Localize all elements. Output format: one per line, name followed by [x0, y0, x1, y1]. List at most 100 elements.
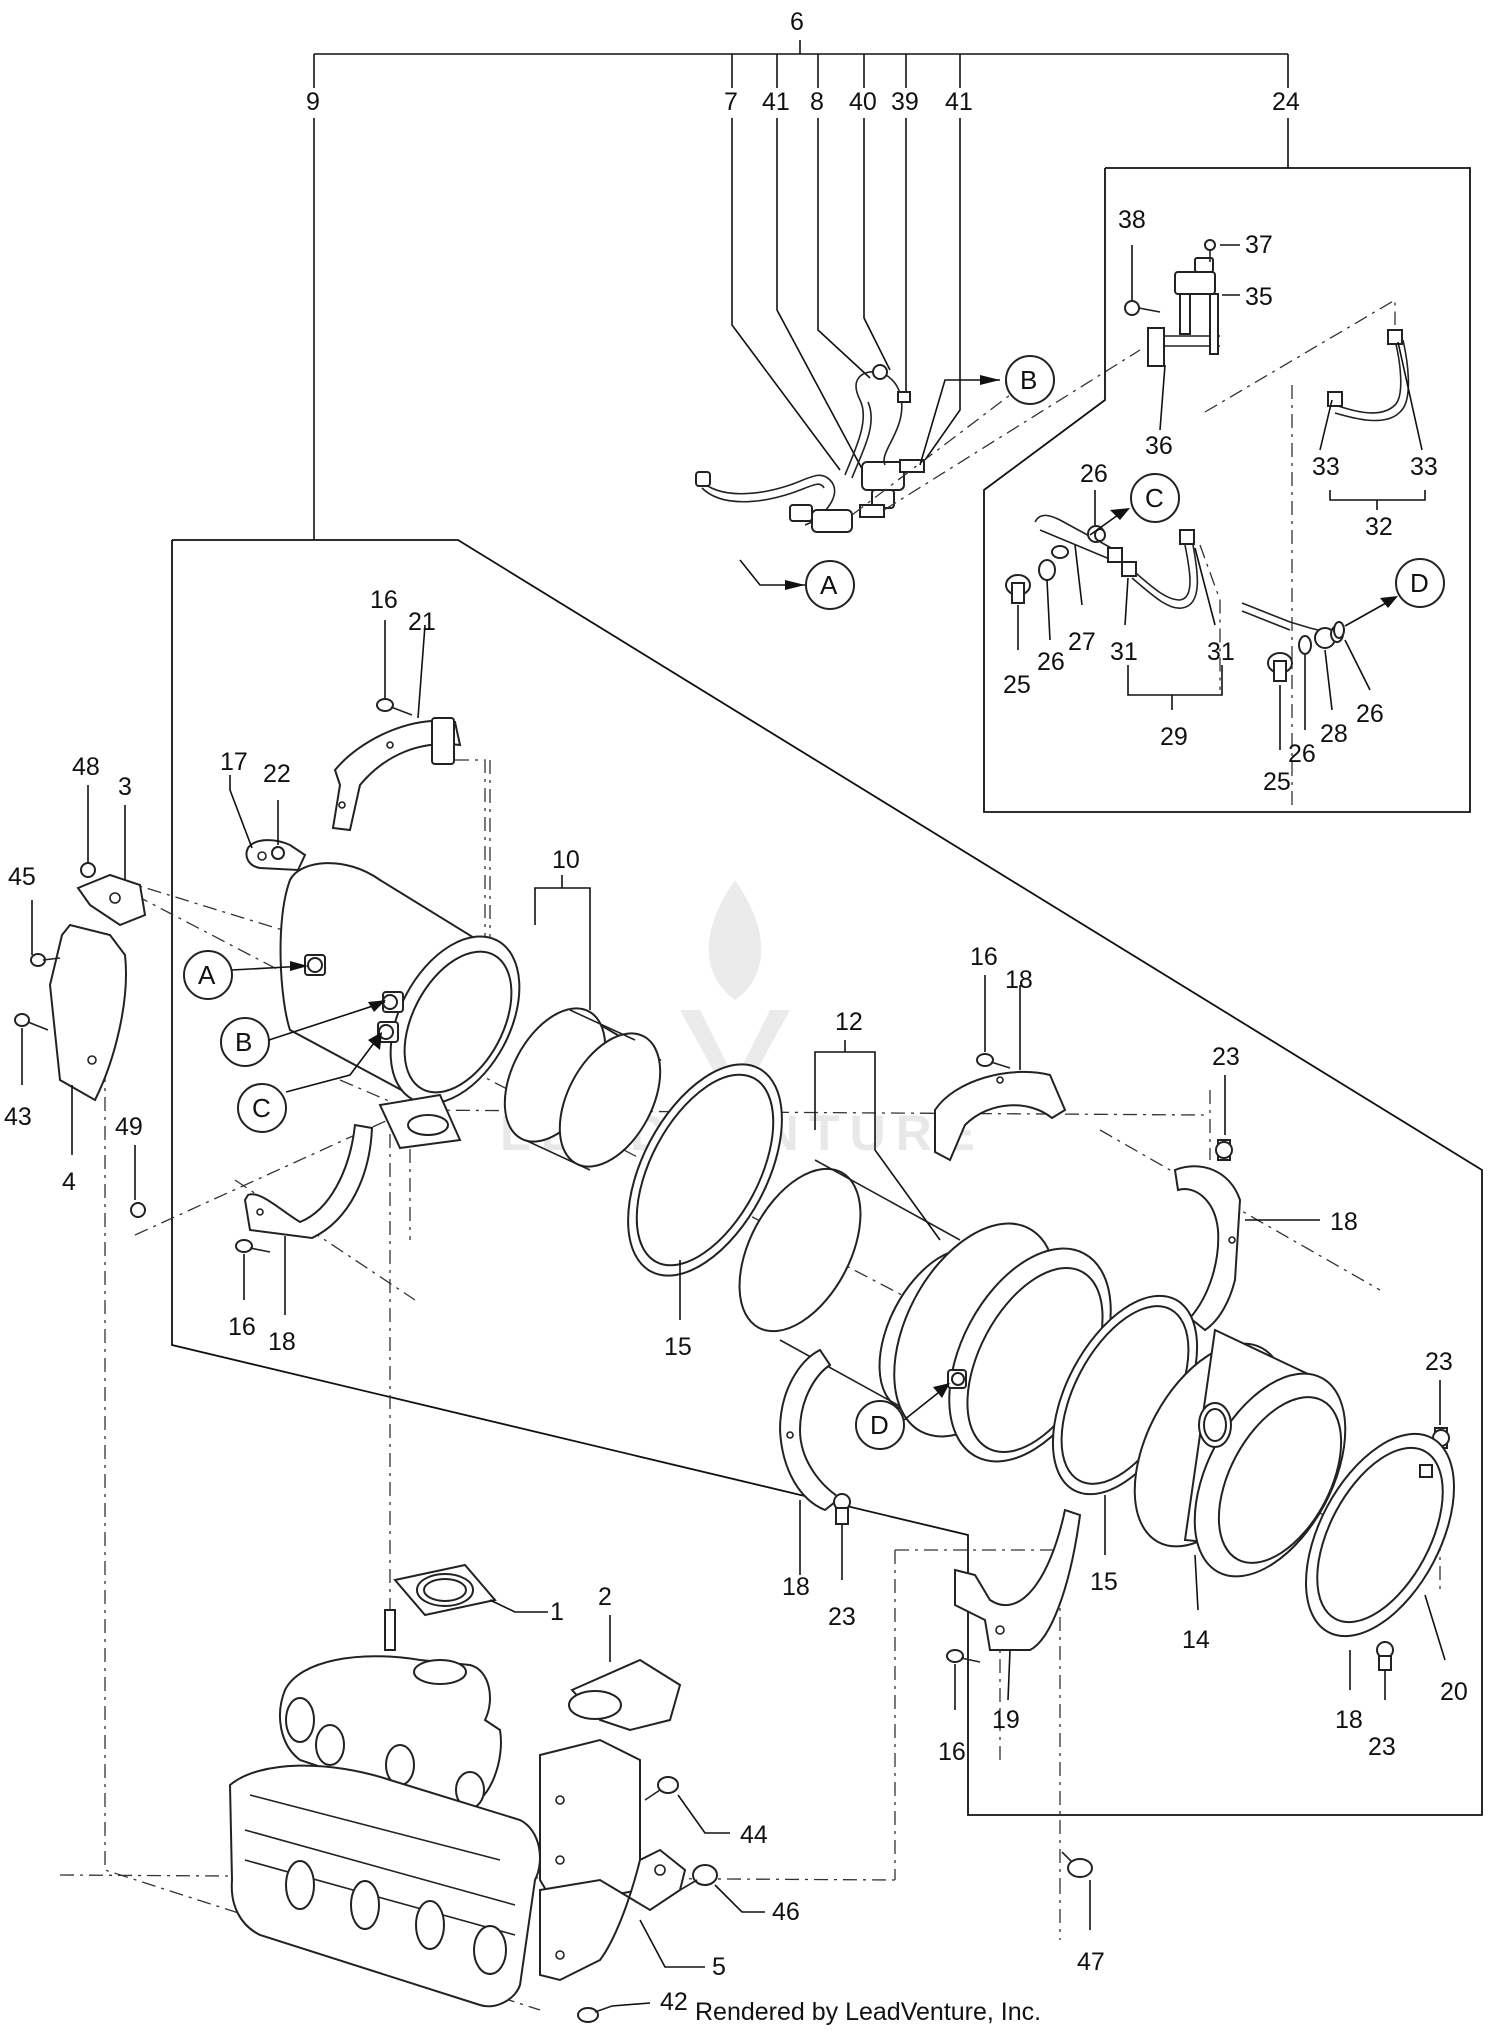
sensor-wire-harness	[695, 364, 925, 533]
label-49: 49	[115, 1113, 143, 1141]
label-15a: 15	[664, 1333, 692, 1361]
bolt-23d	[1376, 1641, 1394, 1671]
label-16c: 16	[228, 1313, 256, 1341]
callout-b-main-text: B	[235, 1027, 252, 1057]
label-35: 35	[1245, 283, 1273, 311]
arrow-c-main	[368, 1032, 382, 1050]
label-18b: 18	[1330, 1208, 1358, 1236]
label-2: 2	[598, 1583, 612, 1611]
label-3: 3	[118, 773, 132, 801]
bolt-16b	[976, 1053, 1011, 1069]
label-46: 46	[772, 1898, 800, 1926]
label-44: 44	[740, 1821, 768, 1849]
catalyst-10	[503, 1007, 662, 1171]
muffler-14	[1133, 1328, 1347, 1578]
label-17: 17	[220, 748, 248, 776]
bolt-46	[679, 1864, 718, 1891]
callout-b-main	[220, 1017, 270, 1067]
bolt-16c	[235, 1239, 271, 1253]
sensor-kit-frame	[983, 167, 1471, 813]
exhaust-manifold	[279, 1655, 502, 1817]
bolt-23a	[1215, 1139, 1233, 1161]
arrow-a-main	[290, 961, 308, 971]
label-25a: 25	[1003, 671, 1031, 699]
callout-d-main-text: D	[870, 1410, 889, 1440]
label-15b: 15	[1090, 1568, 1118, 1596]
arrow-a-top	[785, 580, 805, 590]
clamp-band-18d	[243, 1123, 374, 1240]
gasket-15a	[627, 1063, 783, 1277]
bracket-4	[48, 923, 127, 1102]
footer-credit: Rendered by LeadVenture, Inc.	[695, 1998, 1041, 2026]
nut-49	[130, 1202, 146, 1218]
label-18e: 18	[1335, 1706, 1363, 1734]
label-40: 40	[849, 88, 877, 116]
assembly-bracket-lines	[313, 40, 1289, 540]
bolt-47	[1061, 1851, 1093, 1878]
label-23d: 23	[1368, 1733, 1396, 1761]
callout-a-top	[805, 560, 855, 610]
label-18d: 18	[782, 1573, 810, 1601]
bolt-25a	[1005, 574, 1031, 604]
callout-b-top	[1005, 355, 1055, 405]
label-10: 10	[552, 846, 580, 874]
callout-d-main	[855, 1400, 905, 1450]
label-33b: 33	[1410, 453, 1438, 481]
label-28: 28	[1320, 720, 1348, 748]
arrow-d-top	[1380, 596, 1398, 608]
label-12: 12	[835, 1008, 863, 1036]
clamp-band-18b	[934, 1071, 1067, 1162]
bolt-22	[271, 846, 285, 860]
bracket-3	[76, 873, 147, 927]
bolt-44	[644, 1776, 679, 1801]
bolt-16a	[376, 698, 413, 716]
label-14: 14	[1182, 1626, 1210, 1654]
bolt-43	[14, 1013, 49, 1031]
bolt-42	[577, 2005, 613, 2023]
label-1: 1	[550, 1598, 564, 1626]
hose-32	[1327, 329, 1410, 422]
label-21: 21	[408, 608, 436, 636]
label-16a: 16	[370, 586, 398, 614]
label-48: 48	[72, 753, 100, 781]
label-32: 32	[1365, 513, 1393, 541]
gasket-1	[393, 1563, 497, 1617]
arrow-b-top	[980, 375, 1000, 385]
label-41a: 41	[762, 88, 790, 116]
label-23a: 23	[1212, 1043, 1240, 1071]
label-5: 5	[712, 1953, 726, 1981]
bracket-2	[539, 1658, 682, 1907]
label-38: 38	[1118, 206, 1146, 234]
callout-a-main	[183, 950, 233, 1000]
label-31a: 31	[1110, 638, 1138, 666]
label-31b: 31	[1207, 638, 1235, 666]
label-23b: 23	[828, 1603, 856, 1631]
bolt-45	[30, 953, 61, 967]
bracket-19	[954, 1508, 1082, 1651]
bolt-23b	[833, 1493, 851, 1525]
label-27: 27	[1068, 628, 1096, 656]
label-7: 7	[724, 88, 738, 116]
label-4: 4	[62, 1168, 76, 1196]
label-25b: 25	[1263, 768, 1291, 796]
bracket-5	[539, 1848, 687, 1982]
callout-c-main-text: C	[252, 1093, 271, 1123]
washer-26b	[1038, 559, 1056, 581]
arrow-b-main	[368, 1000, 386, 1012]
label-26d: 26	[1356, 700, 1384, 728]
bolt-25b	[1267, 652, 1293, 682]
washer-26d	[1333, 621, 1345, 639]
label-39: 39	[891, 88, 919, 116]
label-18a: 18	[1005, 966, 1033, 994]
callout-a-top-text: A	[820, 570, 838, 600]
label-41b: 41	[945, 88, 973, 116]
callout-b-top-text: B	[1020, 365, 1037, 395]
hose-29	[1121, 529, 1199, 609]
label-24: 24	[1272, 88, 1300, 116]
clamp-band-18e	[778, 1348, 842, 1512]
callout-a-main-text: A	[198, 960, 216, 990]
label-42: 42	[660, 1988, 688, 2016]
label-26c: 26	[1288, 740, 1316, 768]
label-18c: 18	[268, 1328, 296, 1356]
